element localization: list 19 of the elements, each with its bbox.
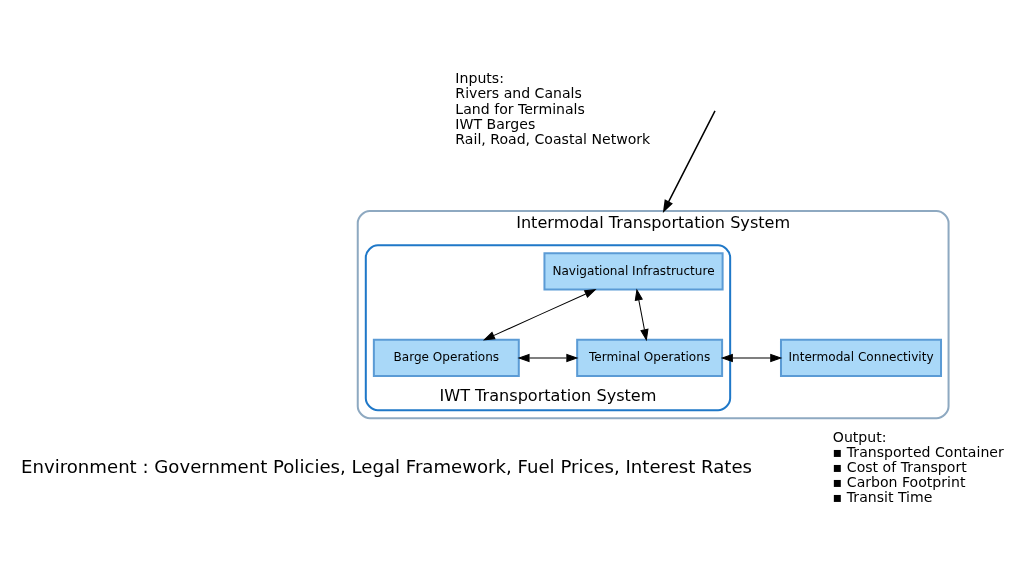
node-box: Navigational Infrastructure: [542, 251, 724, 290]
arrow: [720, 353, 782, 362]
label: Output:: [832, 428, 886, 445]
label: ▪ Carbon Footprint: [832, 473, 965, 490]
label: ▪ Transported Container: [832, 443, 1004, 460]
arrow: [516, 353, 578, 362]
label: Inputs:: [454, 69, 504, 86]
label: Rail, Road, Coastal Network: [454, 130, 650, 147]
label: ▪ Cost of Transport: [832, 458, 967, 475]
label: ▪ Transit Time: [832, 488, 932, 505]
arrow: [662, 109, 716, 213]
node-box: Barge Operations: [372, 338, 520, 377]
node-box: Terminal Operations: [575, 338, 723, 377]
node-box: Intermodal Connectivity: [779, 338, 942, 377]
arrow: [634, 287, 649, 341]
label: Environment : Government Policies, Legal Framework, Fuel Prices, Interest Rates: [20, 455, 752, 477]
label: IWT Barges: [454, 115, 535, 132]
label: Land for Terminals: [454, 100, 585, 117]
arrow: [482, 288, 597, 340]
